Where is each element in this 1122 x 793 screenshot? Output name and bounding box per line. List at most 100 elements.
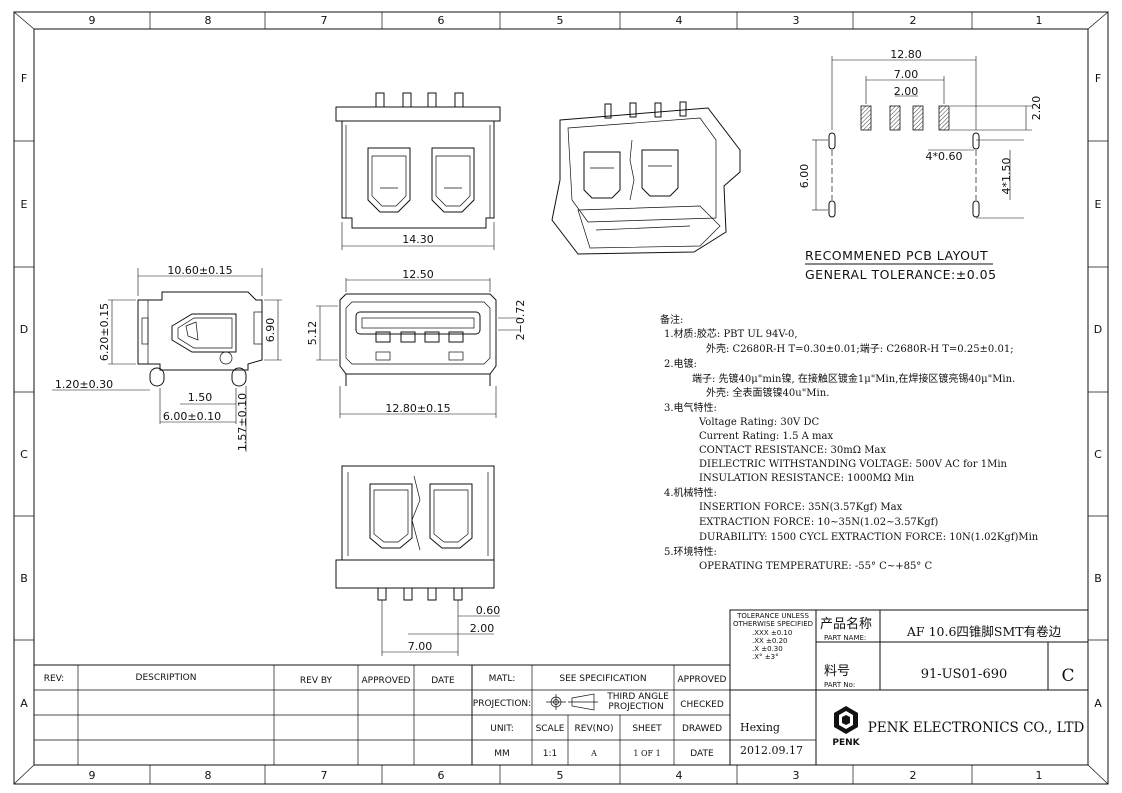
rev-no-label: REV(NO) xyxy=(575,724,614,734)
zone-col-8-bottom: 8 xyxy=(205,769,212,782)
zone-col-1: 1 xyxy=(1036,14,1043,27)
note-line-15: DURABILITY: 1500 CYCL EXTRACTION FORCE: … xyxy=(699,532,1039,543)
dim-side-left-h: 6.20±0.15 xyxy=(98,303,111,361)
bottom-view: 0.60 2.00 7.00 xyxy=(335,465,501,656)
zone-row-D-right: D xyxy=(1094,323,1102,336)
third-angle-projection-icon xyxy=(546,693,598,711)
note-line-2: 外壳: C2680R-H T=0.30±0.01;端子: C2680R-H T=… xyxy=(706,342,1014,355)
notes: 备注: 1.材质:胶芯: PBT UL 94V-0, 外壳: C2680R-H … xyxy=(660,313,1039,572)
part-number: 91-US01-690 xyxy=(921,667,1008,682)
note-line-1: 1.材质:胶芯: PBT UL 94V-0, xyxy=(664,327,798,340)
company-name: PENK ELECTRONICS CO., LTD xyxy=(868,720,1085,736)
dim-side-pin-pitch: 6.00±0.10 xyxy=(163,410,221,423)
description-header: DESCRIPTION xyxy=(136,673,197,683)
note-line-5: 外壳: 全表面镀镍40u"Min. xyxy=(706,386,829,399)
zone-row-A-right: A xyxy=(1094,697,1102,710)
matl-label: MATL: xyxy=(489,674,516,684)
dim-pcb-slot: 4*1.50 xyxy=(1000,158,1013,195)
end-view: 12.50 5.12 2−0.72 12.80±0.15 xyxy=(306,268,527,418)
zone-row-D: D xyxy=(20,323,28,336)
rev-by-header: REV BY xyxy=(300,676,333,686)
zone-col-6-bottom: 6 xyxy=(438,769,445,782)
note-line-16: 5.环境特性: xyxy=(664,545,717,558)
zone-col-5: 5 xyxy=(557,14,564,27)
checked-label: CHECKED xyxy=(680,700,724,710)
zone-row-E-right: E xyxy=(1095,198,1102,211)
drawed-label: DRAWED xyxy=(682,724,722,734)
tolerance-xxx: .XXX ±0.10 xyxy=(752,629,792,637)
revision-letter: C xyxy=(1061,666,1074,686)
matl-value: SEE SPECIFICATION xyxy=(559,674,646,684)
zone-col-2-bottom: 2 xyxy=(910,769,917,782)
zone-labels: 9 8 7 6 5 4 3 2 1 9 8 7 6 5 4 3 2 1 F E … xyxy=(20,14,1102,782)
part-no-en-label: PART No: xyxy=(824,681,855,689)
drawer-name: Hexing xyxy=(740,721,780,734)
product-name-cn-label: 产品名称 xyxy=(820,616,872,632)
projection-value-2: PROJECTION xyxy=(608,702,663,712)
zone-col-3: 3 xyxy=(793,14,800,27)
scale-label: SCALE xyxy=(536,724,565,734)
note-line-9: CONTACT RESISTANCE: 30mΩ Max xyxy=(699,445,886,456)
zone-col-1-bottom: 1 xyxy=(1036,769,1043,782)
tolerance-x: .X ±0.30 xyxy=(752,645,783,653)
date-header: DATE xyxy=(431,676,455,686)
note-line-10: DIELECTRIC WITHSTANDING VOLTAGE: 500V AC… xyxy=(699,459,1008,470)
tolerance-title-2: OTHERWISE SPECIFIED xyxy=(733,620,813,628)
zone-col-8: 8 xyxy=(205,14,212,27)
zone-row-F-right: F xyxy=(1095,72,1101,85)
zone-col-4: 4 xyxy=(676,14,683,27)
projection-label: PROJECTION: xyxy=(473,699,531,709)
zone-row-C: C xyxy=(20,448,28,461)
dim-side-pin-off: 1.20±0.30 xyxy=(55,378,113,391)
note-line-7: Voltage Rating: 30V DC xyxy=(698,417,819,428)
tolerance-xx: .XX ±0.20 xyxy=(752,637,788,645)
pcb-layout: 12.80 7.00 2.00 2.20 4*0.60 4*1.50 6.00 … xyxy=(798,48,1043,282)
pcb-layout-title: RECOMMENED PCB LAYOUT xyxy=(805,248,988,263)
projection-value-1: THIRD ANGLE xyxy=(606,692,669,702)
note-line-11: INSULATION RESISTANCE: 1000MΩ Min xyxy=(699,473,915,484)
zone-col-9: 9 xyxy=(89,14,96,27)
note-line-4: 端子: 先镀40μ"min镍, 在接触区镀金1μ"Min,在焊接区镀亮锡40μ"… xyxy=(692,372,1015,385)
tolerance-title: TOLERANCE UNLESS xyxy=(736,612,809,620)
note-line-12: 4.机械特性: xyxy=(664,486,717,499)
dim-end-slot: 2−0.72 xyxy=(514,300,527,341)
dim-end-bottom: 12.80±0.15 xyxy=(385,402,450,415)
note-line-14: EXTRACTION FORCE: 10~35N(1.02~3.57Kgf) xyxy=(699,517,938,528)
note-line-8: Current Rating: 1.5 A max xyxy=(699,431,833,442)
zone-col-7: 7 xyxy=(321,14,328,27)
dim-side-pin-h: 1.57±0.10 xyxy=(236,393,249,451)
rev-no-value: A xyxy=(590,749,597,758)
approved-header: APPROVED xyxy=(362,676,411,686)
zone-row-E: E xyxy=(21,198,28,211)
dim-pcb-span: 7.00 xyxy=(894,68,919,81)
unit-value: MM xyxy=(494,749,510,759)
product-name: AF 10.6四锥脚SMT有卷边 xyxy=(906,624,1062,639)
zone-row-B: B xyxy=(20,572,28,585)
zone-row-F: F xyxy=(21,72,27,85)
front-view: 14.30 xyxy=(335,92,501,250)
zone-col-6: 6 xyxy=(438,14,445,27)
zone-col-4-bottom: 4 xyxy=(676,769,683,782)
zone-col-2: 2 xyxy=(910,14,917,27)
notes-heading: 备注: xyxy=(660,313,683,326)
date-value: 2012.09.17 xyxy=(740,744,803,757)
dim-pcb-pad-h: 2.20 xyxy=(1030,96,1043,121)
penk-logo: PENK xyxy=(832,706,861,748)
scale-value: 1:1 xyxy=(543,749,557,759)
side-view: 10.60±0.15 6.20±0.15 6.90 1.20±0.30 1.50… xyxy=(52,264,282,452)
product-name-en-label: PART NAME: xyxy=(824,634,866,642)
part-no-cn-label: 料号 xyxy=(824,664,850,679)
dim-pcb-total: 12.80 xyxy=(890,48,922,61)
dim-end-top: 12.50 xyxy=(402,268,434,281)
dim-bottom-pin-w: 0.60 xyxy=(476,604,501,617)
dim-bottom-pin-pitch: 2.00 xyxy=(470,622,495,635)
isometric-view xyxy=(551,101,741,255)
rev-header: REV: xyxy=(44,674,64,684)
zone-row-C-right: C xyxy=(1094,448,1102,461)
zone-col-3-bottom: 3 xyxy=(793,769,800,782)
logo-text: PENK xyxy=(832,738,860,748)
date-label: DATE xyxy=(690,749,714,759)
title-block: TOLERANCE UNLESS OTHERWISE SPECIFIED .XX… xyxy=(34,609,1089,766)
note-line-6: 3.电气特性: xyxy=(664,401,717,414)
